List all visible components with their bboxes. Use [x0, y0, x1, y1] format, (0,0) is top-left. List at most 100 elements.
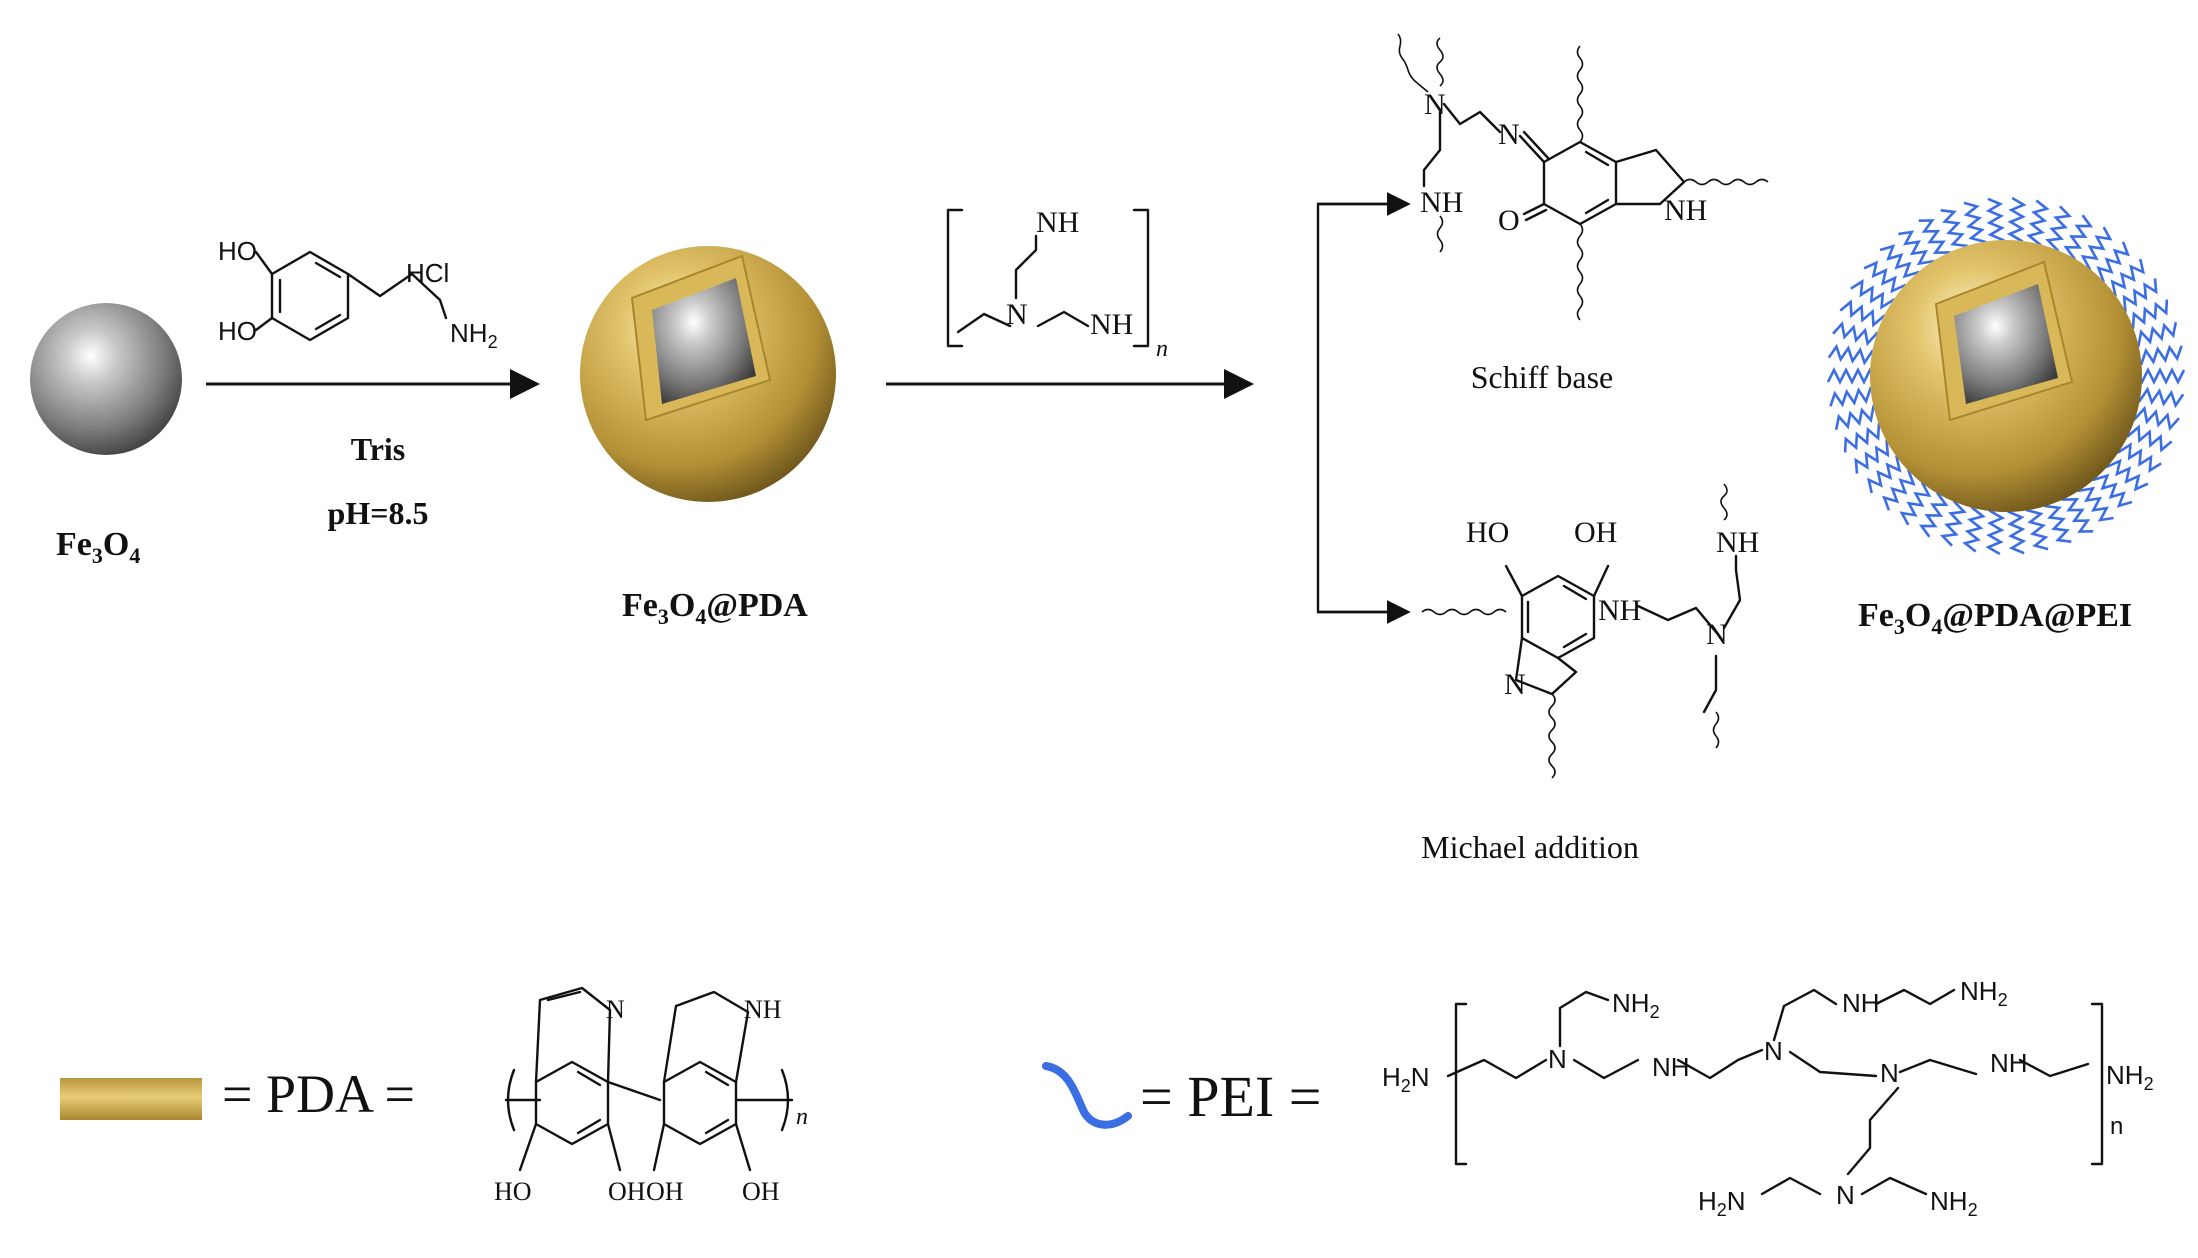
- pei-unit-nh: NH: [1090, 308, 1133, 341]
- michael-atom-n-ring: N: [1504, 668, 1526, 701]
- pei-atom-n-bottom: N: [1836, 1180, 1855, 1210]
- fe3o4-particle: [30, 303, 182, 455]
- pei-chain: [1899, 480, 1932, 526]
- pei-atom-nh2-top1: NH2: [1612, 988, 1660, 1022]
- pei-chain: [1985, 504, 2006, 556]
- branch-line: [1316, 202, 1408, 614]
- condition-ph: pH=8.5: [328, 495, 429, 531]
- dopamine-hcl: HCl: [406, 258, 449, 288]
- dopamine-structure: [254, 250, 448, 342]
- pei-atom-nh-a: NH: [1652, 1052, 1690, 1082]
- pei-chain: [2045, 205, 2073, 255]
- pei-atom-n2: N: [1764, 1036, 1783, 1066]
- pei-chain: [1843, 422, 1888, 453]
- pda-legend-swatch: [60, 1078, 202, 1120]
- pei-chain: [1829, 386, 1878, 408]
- pei-atom-h2n-bottom: H2N: [1698, 1186, 1746, 1220]
- pei-chain: [1839, 299, 1889, 328]
- pei-chain: [2106, 258, 2146, 297]
- pei-chain: [2116, 278, 2158, 313]
- pei-chain: [2026, 199, 2050, 250]
- pei-chain: [2077, 481, 2114, 522]
- dopamine-nh2: NH2: [450, 318, 498, 352]
- pei-chain: [1898, 230, 1935, 271]
- pei-atom-nh2-bottom: NH2: [1930, 1186, 1978, 1220]
- pei-chain: [2115, 442, 2162, 473]
- pei-polymer-structure: [1446, 988, 2104, 1196]
- pei-chain: [2124, 299, 2169, 330]
- pei-atom-nh-b: NH: [1842, 988, 1880, 1018]
- fe3o4-label: Fe3O4: [56, 526, 140, 568]
- pda-atom-ho: HO: [494, 1177, 532, 1206]
- pda-polymer-structure: [504, 986, 794, 1172]
- pei-unit-n-subscript: n: [1156, 336, 1168, 362]
- pei-unit-n: N: [1006, 298, 1028, 331]
- pei-atom-n1: N: [1548, 1044, 1567, 1074]
- schiff-atom-n1: N: [1424, 88, 1446, 121]
- michael-addition-structure: [1421, 483, 1742, 779]
- fe3o4-pda-pei-particle: [1826, 196, 2186, 556]
- michael-addition-label: Michael addition: [1421, 829, 1639, 865]
- pei-chain: [2007, 504, 2027, 555]
- pei-chain: [1939, 497, 1967, 547]
- michael-atom-oh: OH: [1574, 516, 1617, 549]
- pei-atom-h2n-left: H2N: [1382, 1062, 1430, 1096]
- michael-atom-n: N: [1706, 618, 1728, 651]
- schiff-atom-o: O: [1498, 204, 1520, 237]
- fe3o4-pda-particle: [580, 246, 836, 502]
- pei-chain: [2080, 226, 2113, 272]
- dopamine-ho-1: HO: [218, 236, 257, 266]
- pei-chain: [2123, 424, 2173, 453]
- schiff-atom-nh1: NH: [1420, 186, 1463, 219]
- pei-chain: [2133, 386, 2185, 409]
- pei-legend-text: = PEI =: [1140, 1064, 1321, 1129]
- pei-chain: [2063, 214, 2094, 262]
- pda-atom-oh-2: OH: [646, 1177, 684, 1206]
- pei-atom-nh-c: NH: [1990, 1048, 2028, 1078]
- pei-atom-n3: N: [1880, 1058, 1899, 1088]
- schiff-atom-n2: N: [1498, 118, 1520, 151]
- pei-chain: [1940, 209, 1969, 255]
- pei-chain: [1962, 502, 1986, 553]
- pei-chain: [2025, 502, 2049, 551]
- pda-atom-oh-3: OH: [742, 1177, 780, 1206]
- schiff-base-structure: [1397, 33, 1769, 321]
- dopamine-ho-2: HO: [218, 316, 257, 346]
- pda-atom-nh: NH: [744, 995, 782, 1024]
- pei-legend-swatch: [1042, 1062, 1132, 1129]
- pei-chain: [1854, 439, 1896, 474]
- condition-tris: Tris: [351, 431, 406, 467]
- pei-chain: [1963, 201, 1987, 250]
- pei-chain: [2130, 321, 2178, 348]
- pei-chain: [2006, 196, 2027, 248]
- pei-chain: [2094, 241, 2130, 283]
- pei-atom-nh2-right: NH2: [2106, 1060, 2154, 1094]
- pei-repeat-unit: [946, 208, 1150, 348]
- pda-atom-oh-1: OH: [608, 1177, 646, 1206]
- fe3o4-pda-pei-label: Fe3O4@PDA@PEI: [1858, 597, 2132, 639]
- pei-chain: [2093, 470, 2133, 508]
- pei-chain: [1850, 279, 1897, 310]
- pda-atom-n: N: [606, 995, 625, 1024]
- pei-chain: [1834, 404, 1882, 431]
- pei-chain: [2043, 497, 2072, 543]
- michael-atom-nh2: NH: [1716, 526, 1759, 559]
- pei-chain: [1863, 260, 1907, 295]
- pei-chain: [2134, 344, 2183, 366]
- pei-chain: [1985, 197, 2005, 248]
- pei-chain: [1918, 219, 1951, 261]
- pei-chain: [2061, 491, 2094, 533]
- pei-chain: [1918, 490, 1949, 538]
- schiff-base-label: Schiff base: [1471, 359, 1613, 395]
- pda-legend-text: = PDA =: [222, 1064, 415, 1124]
- pda-atom-n-subscript: n: [796, 1104, 808, 1130]
- pei-chain: [1827, 343, 1879, 366]
- michael-atom-ho: HO: [1466, 516, 1509, 549]
- pei-chain: [2135, 367, 2186, 385]
- michael-atom-nh1: NH: [1598, 594, 1641, 627]
- pei-chain: [2105, 457, 2149, 492]
- pei-chain: [1826, 367, 1877, 385]
- pei-chain: [2130, 405, 2180, 432]
- pei-chain: [1866, 455, 1906, 494]
